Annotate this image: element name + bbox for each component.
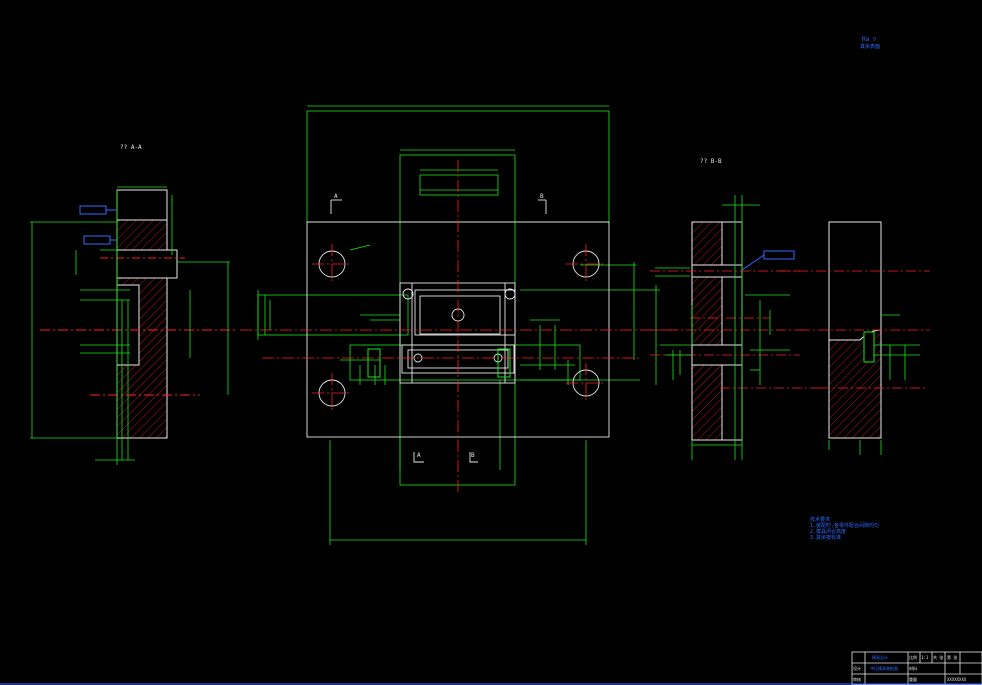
section-aa-title: ?? A-A: [120, 144, 142, 151]
title-block: [851, 651, 982, 685]
cut-marker-a-top: A: [334, 193, 338, 200]
title-block-reviewer: 审核: [853, 677, 861, 682]
title-block-drawing-no: XXXXXXXX: [947, 677, 967, 682]
section-bb-title: ?? B-B: [700, 158, 722, 165]
title-block-weight: 重量: [909, 677, 917, 682]
title-block-scale-label: 比例: [909, 655, 917, 660]
title-block-material: 材料: [909, 666, 917, 671]
surface-finish-subnote: 其余表面: [860, 44, 881, 50]
plan-view: [240, 105, 680, 545]
title-block-drawing-name: 模具设计: [872, 655, 888, 660]
cut-marker-b-bottom: B: [471, 452, 475, 459]
title-block-designer: 设计: [853, 666, 861, 671]
detail-view: [780, 221, 930, 455]
tech-requirement-2: 2.模具闭合高度: [810, 529, 847, 535]
title-block-scale-value: 1:1: [921, 655, 929, 660]
cut-marker-b-top: B: [540, 193, 544, 200]
title-block-sheets: 共 张: [933, 655, 944, 660]
section-bb-view: [650, 195, 820, 460]
title-block-sheet-no: 第 张: [947, 655, 958, 660]
tech-requirement-3: 3.其余按标准: [810, 535, 842, 541]
tech-requirements-title: 技术要求: [810, 517, 831, 523]
title-block-assembly: 冲压模具装配图: [870, 666, 898, 671]
section-aa-view: [30, 186, 235, 465]
tech-requirement-1: 1.装配时,各零件配合间隙均匀: [810, 523, 880, 529]
surface-finish-note: Ra ▽: [862, 36, 877, 43]
cut-marker-a-bottom: A: [417, 452, 421, 459]
